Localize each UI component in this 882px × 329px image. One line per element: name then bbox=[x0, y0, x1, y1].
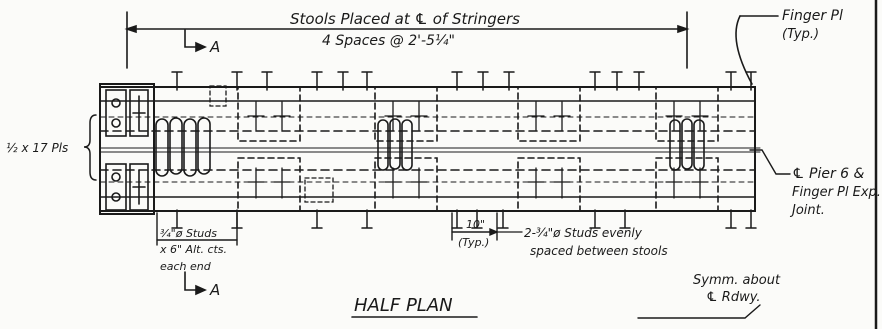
girder-outline bbox=[99, 86, 761, 212]
pier-label-line1: ℄ Pier 6 & bbox=[792, 166, 865, 182]
finger-plate-typ-label: (Typ.) bbox=[782, 27, 819, 42]
section-a-top-label: A bbox=[209, 38, 220, 56]
finger-plate-leader bbox=[735, 15, 779, 85]
pier-label-line3: Joint. bbox=[789, 203, 825, 218]
symmetry-label-line1: Symm. about bbox=[693, 273, 781, 288]
stool-plates bbox=[237, 86, 719, 212]
symmetry-label-line2: ℄ Rdwy. bbox=[706, 290, 761, 305]
studs-top-row bbox=[171, 71, 757, 91]
studs-bottom-row bbox=[171, 209, 757, 229]
plate-brace bbox=[83, 114, 97, 181]
drawing-title: HALF PLAN bbox=[354, 295, 453, 316]
studs-label-line3: each end bbox=[160, 260, 212, 273]
studs-evenly-line1: 2-¾"ø Studs evenly bbox=[524, 226, 643, 240]
studs-label-line1: ¾"ø Studs bbox=[160, 227, 217, 240]
finger-plate-fingers bbox=[155, 117, 705, 177]
finger-plate-label: Finger Pl bbox=[782, 8, 843, 24]
ten-inch-label: 10" bbox=[466, 218, 485, 231]
pier-centerline-leader bbox=[749, 149, 791, 175]
ten-inch-dimension bbox=[451, 212, 499, 241]
section-a-bottom-label: A bbox=[209, 281, 220, 299]
section-a-markers bbox=[184, 29, 207, 296]
end-bearing-assembly bbox=[99, 83, 155, 215]
top-dimension-line bbox=[124, 11, 690, 69]
symmetry-leader bbox=[637, 304, 761, 319]
stools-placed-label: Stools Placed at ℄ of Stringers bbox=[290, 10, 520, 28]
stool-bolt-marks bbox=[209, 85, 709, 203]
studs-callout-lines bbox=[156, 212, 238, 246]
studs-label-line2: x 6" Alt. cts. bbox=[159, 243, 227, 256]
studs-evenly-line2: spaced between stools bbox=[530, 244, 668, 258]
plate-size-label: ½ x 17 Pls bbox=[6, 141, 68, 155]
ten-inch-typ-label: (Typ.) bbox=[458, 236, 489, 249]
spaces-label: 4 Spaces @ 2'-5¼" bbox=[322, 33, 455, 49]
pier-label-line2: Finger Pl Exp. bbox=[792, 185, 881, 200]
